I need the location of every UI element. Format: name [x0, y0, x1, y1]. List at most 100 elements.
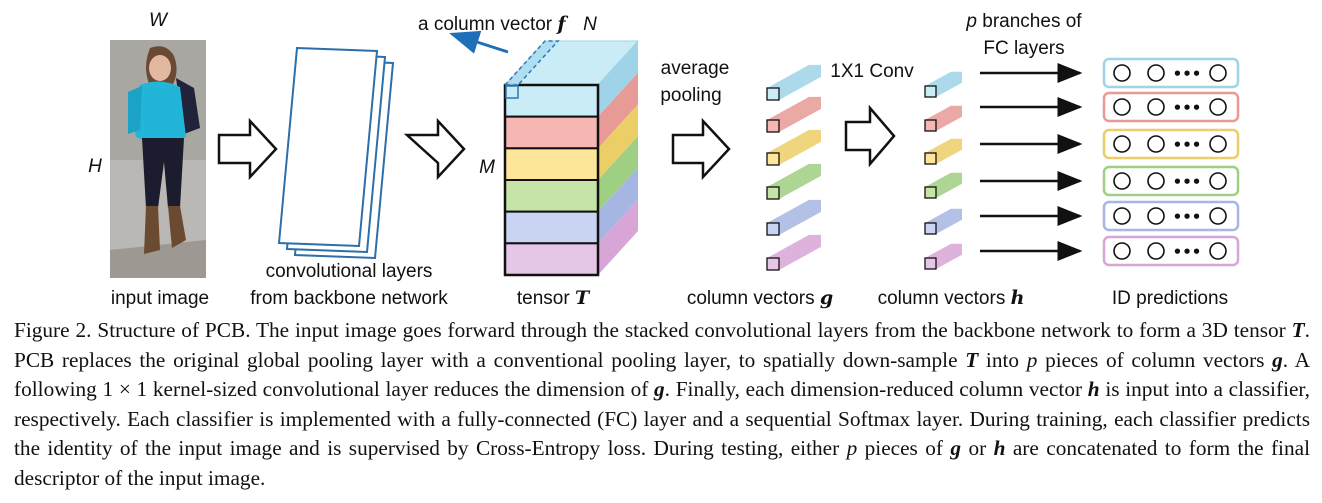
figure-caption: Figure 2. Structure of PCB. The input im… [14, 316, 1310, 493]
hollow-arrow-3 [671, 117, 731, 181]
vector-g-bar [767, 64, 821, 100]
hollow-arrow-1 [217, 117, 278, 181]
tensor-side-stripe [598, 41, 638, 117]
caption-text-2: . PCB replaces the original global pooli… [14, 318, 1310, 372]
neuron [1147, 98, 1165, 116]
vector-h-front [924, 119, 937, 132]
neuron [1209, 207, 1227, 225]
vector-h-front [924, 186, 937, 199]
caption-text-5: . A following 1 × 1 kernel-sized convolu… [14, 347, 1311, 402]
tensor-stripe [504, 179, 599, 213]
vector-g-front [766, 222, 780, 236]
fc-layer-box [1102, 165, 1240, 197]
vector-g-front [766, 152, 780, 166]
avg-pool-line2: pooling [660, 85, 721, 106]
hollow-arrow-2 [403, 117, 466, 181]
tensor-t [503, 40, 640, 277]
caption-text-8: pieces of [857, 436, 951, 460]
neuron [1209, 98, 1227, 116]
caption-math-g2: g [654, 377, 665, 401]
caption-text-3: into [978, 347, 1027, 372]
column-vector-f-front [505, 85, 519, 99]
vector-g-front [766, 257, 780, 271]
vector-h-front [924, 85, 937, 98]
fc-dots: ••• [1173, 65, 1202, 83]
column-vector-f-label: a column vector f [418, 13, 568, 35]
tensor-side-stripe [598, 72, 638, 149]
fc-layer-box [1102, 200, 1240, 232]
column-vectors-h-label: column vectors h [878, 287, 1025, 309]
input-height-label: H [88, 156, 102, 177]
vector-g-front [766, 119, 780, 133]
fc-dots: ••• [1173, 136, 1202, 154]
conv1x1-label: 1X1 Conv [830, 61, 914, 82]
caption-text-6: . Finally, each dimension-reduced column… [664, 377, 1088, 401]
fc-dots: ••• [1173, 173, 1202, 191]
neuron [1147, 64, 1165, 82]
tensor-side-stripe [598, 136, 638, 212]
fc-dots: ••• [1173, 99, 1202, 117]
tensor-label: tensor T [517, 287, 591, 309]
vector-g-bar [767, 96, 821, 132]
vector-h-front [924, 152, 937, 165]
vector-g-bar [767, 234, 821, 270]
column-vectors-g [766, 64, 821, 271]
vector-h-front [924, 222, 937, 235]
tensor-stripe [504, 84, 599, 118]
tensor-side-stripe [598, 167, 638, 244]
caption-math-p: p [1026, 347, 1038, 372]
vector-g-front [766, 87, 780, 101]
neuron [1113, 135, 1131, 153]
tensor-m-label: M [479, 157, 495, 178]
caption-text-4: pieces of column vectors [1037, 347, 1273, 372]
vector-g-bar [767, 163, 821, 199]
fc-branches: ••• ••• ••• ••• ••• ••• [980, 57, 1240, 267]
vector-g-bar [767, 199, 821, 235]
conv-label-line2: from backbone network [250, 288, 448, 309]
neuron [1113, 172, 1131, 190]
neuron [1113, 98, 1131, 116]
caption-math-h: h [1087, 377, 1100, 401]
input-image [110, 40, 206, 278]
hollow-arrow-4 [844, 104, 896, 168]
tensor-side-stripe [598, 199, 638, 275]
column-vector-arrow [449, 30, 509, 54]
vector-g-front [766, 186, 780, 200]
caption-text-10: are concatenated to form the final descr… [14, 436, 1310, 490]
fc-layer-box [1102, 57, 1240, 89]
neuron [1113, 242, 1131, 260]
tensor-stripe [504, 210, 599, 245]
neuron [1113, 64, 1131, 82]
vector-h-front [924, 257, 937, 270]
avg-pool-line1: average [661, 58, 730, 79]
tensor-stripe [504, 147, 599, 181]
tensor-n-label: N [583, 14, 597, 35]
branches-label-line1: p branches of [965, 11, 1082, 32]
fc-layer-box [1102, 91, 1240, 123]
caption-math-g: g [1272, 347, 1283, 372]
neuron [1209, 64, 1227, 82]
fc-layer-box [1102, 128, 1240, 160]
neuron [1209, 135, 1227, 153]
vector-g-bar [767, 129, 821, 165]
column-vector-f [503, 40, 560, 86]
caption-math-p2: p [846, 436, 858, 460]
input-image-label: input image [111, 288, 209, 309]
neuron [1147, 172, 1165, 190]
fc-layer-box [1102, 235, 1240, 267]
neuron [1147, 135, 1165, 153]
caption-math-h2: h [993, 436, 1006, 460]
neuron [1147, 207, 1165, 225]
caption-text-7: is input into a classifier, respectively… [14, 377, 1310, 460]
fc-dots: ••• [1173, 243, 1202, 261]
fc-dots: ••• [1173, 208, 1202, 226]
id-predictions-label: ID predictions [1112, 288, 1228, 309]
neuron [1209, 242, 1227, 260]
caption-math-t2: T [965, 347, 979, 372]
column-vectors-g-label: column vectors g [687, 287, 833, 309]
caption-math-t: T [1291, 318, 1305, 342]
branches-label-line2: FC layers [983, 38, 1064, 59]
neuron [1113, 207, 1131, 225]
neuron [1209, 172, 1227, 190]
neuron [1147, 242, 1165, 260]
